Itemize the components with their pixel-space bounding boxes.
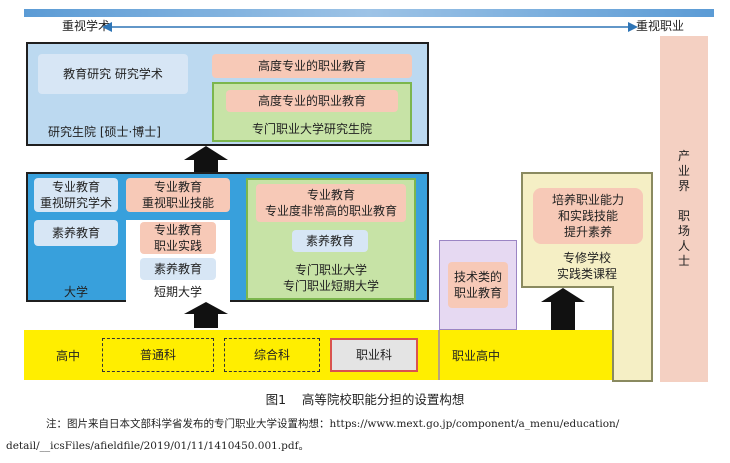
up-arrow-grad [184,146,228,160]
source-note-line1: 注：图片来自日本文部科学省发布的专门职业大学设置构想：https://www.m… [46,418,620,430]
industry-column: 产业界 职场人士 [660,36,708,382]
specialized-university-label: 专门职业大学专门职业短期大学 [282,263,379,294]
high-school-row: 高中 普通科 综合科 职业科 职业高中 [24,330,612,380]
graduate-school-box: 教育研究 研究学术 高度专业的职业教育 高度专业的职业教育 专门职业大学研究生院… [26,42,429,146]
industry-char: 界 [677,179,690,193]
industry-char: 业 [677,164,690,178]
technical-vocational-box: 技术类的职业教育 [448,262,508,308]
junior-pro-box: 专业教育职业实践 [140,222,216,254]
vocational-skills-box: 培养职业能力和实践技能提升素养 [533,188,643,244]
source-note-line2: detail/__icsFiles/afieldfile/2019/01/11/… [6,440,309,452]
industry-label: 产业界 职场人士 [678,149,690,269]
junior-college-box: 专业教育职业实践 素养教育 短期大学 [126,220,230,304]
graduate-specialized-box: 高度专业的职业教育 专门职业大学研究生院 [212,82,412,142]
graduate-green-pro-box: 高度专业的职业教育 [226,90,398,112]
academic-vocational-axis-bar [24,9,714,17]
vocational-focus-label: 重视职业 [636,19,685,33]
vocational-school-lower [612,286,653,382]
vocational-school-box: 培养职业能力和实践技能提升素养 专修学校实践类课程 [521,172,653,288]
research-pro-box: 专业教育重视研究学术 [34,178,118,212]
comprehensive-course-box: 综合科 [224,338,320,372]
axis-double-arrow [102,22,638,32]
up-arrow-grad-stem [194,160,218,172]
up-arrow-uni [184,302,228,314]
industry-char: 职 [677,209,690,223]
specialized-university-box: 专业教育专业度非常高的职业教育 素养教育 专门职业大学专门职业短期大学 [246,178,416,300]
technical-vocational-column: 技术类的职业教育 [439,240,517,330]
graduate-specialized-label: 专门职业大学研究生院 [251,122,372,136]
industry-char: 产 [677,149,690,163]
graduate-pro-education-box: 高度专业的职业教育 [212,54,412,78]
industry-char: 士 [677,254,690,268]
industry-char [678,194,690,209]
up-arrow-uni-stem [194,314,218,328]
university-label: 大学 [64,285,89,299]
specialized-pro-box: 专业教育专业度非常高的职业教育 [256,184,406,222]
general-course-box: 普通科 [102,338,214,372]
vocational-school-step [521,286,614,288]
specialized-liberal-box: 素养教育 [292,230,368,252]
skill-pro-box: 专业教育重视职业技能 [126,178,230,212]
liberal-arts-box: 素养教育 [34,220,118,246]
vocational-high-school-label: 职业高中 [452,349,501,363]
university-box: 专业教育重视研究学术 专业教育重视职业技能 素养教育 专业教育职业实践 素养教育… [26,172,429,304]
research-education-box: 教育研究 研究学术 [38,54,188,94]
vocational-course-box: 职业科 [330,338,418,372]
figure-caption: 图1 高等院校职能分担的设置构想 [265,392,465,407]
graduate-school-label: 研究生院 [硕士·博士] [48,125,161,139]
high-school-divider [438,330,440,380]
up-arrow-vocational [541,288,585,302]
vocational-school-label: 专修学校实践类课程 [556,251,617,282]
industry-char: 人 [677,239,690,253]
industry-char: 场 [677,224,690,238]
high-school-label: 高中 [56,349,81,363]
academic-focus-label: 重视学术 [62,19,111,33]
up-arrow-vocational-stem [551,302,575,330]
junior-college-label: 短期大学 [153,285,202,299]
junior-liberal-box: 素养教育 [140,258,216,280]
